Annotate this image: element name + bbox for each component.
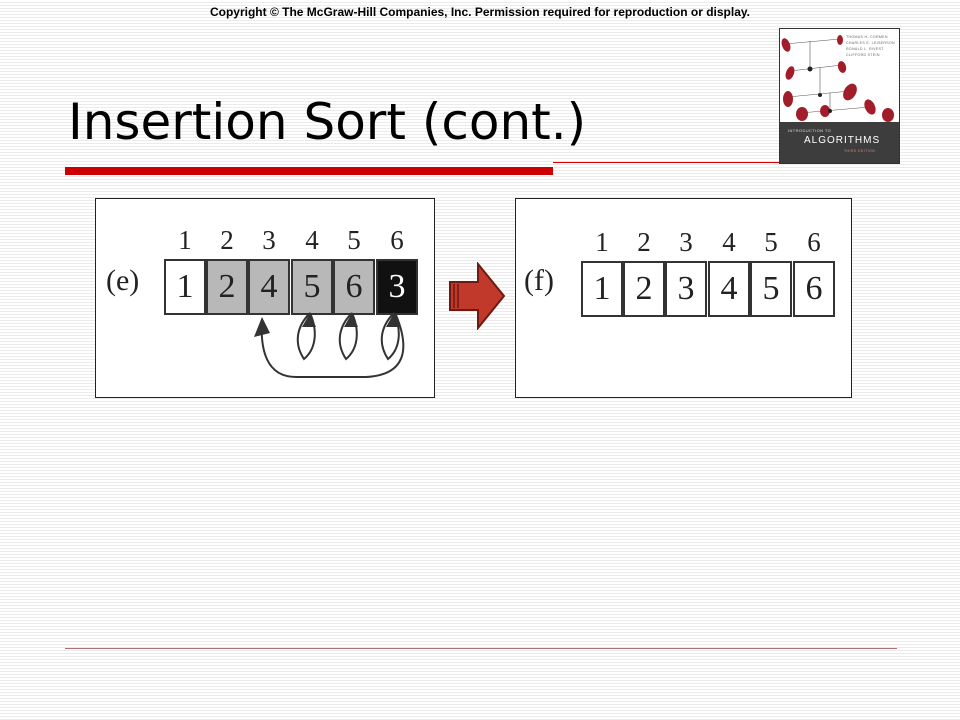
index-label: 4: [722, 227, 736, 257]
array-cell: 4: [248, 259, 290, 315]
array-cell: 2: [623, 261, 665, 317]
array-cell: 5: [750, 261, 792, 317]
book-title: ALGORITHMS: [804, 135, 881, 146]
index-label: 2: [637, 227, 651, 257]
figure-label-e: (e): [106, 264, 140, 297]
index-label: 3: [679, 227, 693, 257]
array-cell: 3: [665, 261, 707, 317]
copyright-notice: Copyright © The McGraw-Hill Companies, I…: [209, 5, 751, 19]
array-cell-key: 3: [376, 259, 418, 315]
arrowhead: [344, 313, 358, 327]
index-label: 3: [262, 225, 276, 255]
array-cell: 1: [581, 261, 623, 317]
array-cell: 6: [333, 259, 375, 315]
arrowhead: [386, 313, 400, 327]
index-label: 6: [390, 225, 404, 255]
slide-title: Insertion Sort (cont.): [68, 93, 587, 151]
insert-curve-arrow: [260, 314, 405, 378]
book-intro-text: INTRODUCTION TO: [788, 128, 832, 133]
array-cell: 4: [708, 261, 750, 317]
book-title-band: [780, 122, 899, 163]
mobile-sculpture-art: [781, 35, 894, 122]
title-underline-line: [553, 162, 780, 163]
shift-arrow: [380, 312, 400, 361]
index-label: 5: [347, 225, 361, 255]
book-authors: THOMAS H. CORMEN CHARLES E. LEISERSON RO…: [846, 35, 895, 57]
arrowhead: [302, 313, 316, 327]
figure-panel-f: (f) 1 2 3 4 5 6 1 2 3 4 5 6: [515, 198, 852, 398]
book-cover-image: THOMAS H. CORMEN CHARLES E. LEISERSON RO…: [779, 28, 900, 164]
index-label: 6: [807, 227, 821, 257]
title-underline-bar: [65, 167, 553, 175]
index-label: 5: [764, 227, 778, 257]
book-edition: THIRD EDITION: [844, 149, 876, 153]
figure-panel-e: (e) 1 2 3 4 5 6 1 2 4 5 6 3: [95, 198, 435, 398]
shift-arrow: [338, 312, 358, 361]
index-label: 1: [595, 227, 609, 257]
index-label: 1: [178, 225, 192, 255]
shift-arrows: [254, 312, 405, 378]
array-cell: 2: [206, 259, 248, 315]
index-label: 2: [220, 225, 234, 255]
transition-arrow-icon: [449, 262, 506, 330]
array-cell: 6: [793, 261, 835, 317]
array-cell: 1: [164, 259, 206, 315]
arrowhead: [254, 317, 270, 337]
figure-label-f: (f): [524, 264, 554, 297]
shift-arrow: [296, 312, 316, 361]
footer-divider: [65, 648, 897, 649]
array-cell: 5: [291, 259, 333, 315]
index-label: 4: [305, 225, 319, 255]
